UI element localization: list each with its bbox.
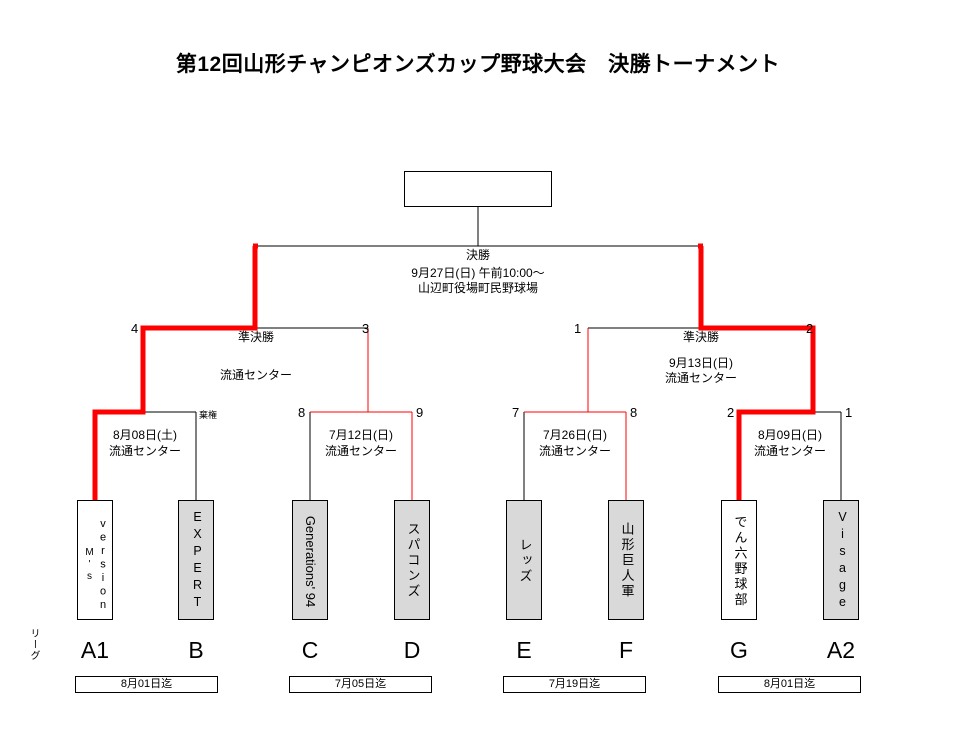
group-label-a2: A2: [826, 637, 856, 663]
quarterfinal-1-note: 棄権: [199, 410, 218, 420]
team-name-expert: EXPERT: [190, 510, 205, 612]
semifinal-1-name: 準決勝: [237, 330, 274, 344]
group-label-a1: A1: [80, 637, 110, 663]
semifinal-2-date: 9月13日(日): [668, 356, 733, 370]
semifinal-2-venue: 流通センター: [664, 371, 737, 385]
quarterfinal-1-venue: 流通センター: [108, 444, 181, 458]
deadline-bar-ef: 7月19日迄: [503, 676, 646, 693]
final-round-name: 決勝: [465, 248, 490, 262]
team-box-reds[interactable]: レッズ: [506, 500, 542, 620]
deadline-bar-ga2: 8月01日迄: [718, 676, 861, 693]
team-name-denroku-yakyubu: でん六野球部: [732, 514, 748, 608]
team-box-visage[interactable]: Visage: [823, 500, 859, 620]
team-box-generations-94[interactable]: Generations' 94: [292, 500, 328, 620]
team-name-yamagata-kyojingun: 山形巨人軍: [619, 522, 635, 600]
quarterfinal-3-venue: 流通センター: [538, 444, 611, 458]
quarterfinal-4-seed-right: 1: [845, 405, 853, 420]
deadline-bar-cd: 7月05日迄: [289, 676, 432, 693]
team-name-supakonzu: スパコンズ: [405, 522, 421, 600]
final-date: 9月27日(日) 午前10:00〜: [411, 266, 545, 280]
team-name-version-ms-sub: M's: [84, 547, 95, 583]
champion-box[interactable]: [404, 171, 552, 207]
quarterfinal-3-seed-left: 7: [512, 405, 520, 420]
semifinal-1-seed-left: 4: [131, 321, 139, 336]
league-label: リーグ: [28, 628, 39, 661]
semifinal-1-seed-right: 3: [362, 321, 370, 336]
group-label-d: D: [403, 637, 421, 663]
semifinal-2-seed-right: 2: [806, 321, 814, 336]
team-box-supakonzu[interactable]: スパコンズ: [394, 500, 430, 620]
group-label-b: B: [188, 637, 204, 663]
team-name-generations-94: Generations' 94: [303, 515, 319, 607]
team-box-version-ms[interactable]: version M's: [77, 500, 113, 620]
quarterfinal-4-venue: 流通センター: [753, 444, 826, 458]
team-box-expert[interactable]: EXPERT: [178, 500, 214, 620]
team-box-yamagata-kyojingun[interactable]: 山形巨人軍: [608, 500, 644, 620]
final-venue: 山辺町役場町民野球場: [417, 281, 538, 295]
quarterfinal-2-seed-left: 8: [298, 405, 306, 420]
quarterfinal-3-seed-right: 8: [630, 405, 638, 420]
deadline-bar-ab: 8月01日迄: [75, 676, 218, 693]
semifinal-2-name: 準決勝: [682, 330, 719, 344]
team-box-denroku-yakyubu[interactable]: でん六野球部: [721, 500, 757, 620]
quarterfinal-2-seed-right: 9: [416, 405, 424, 420]
group-label-e: E: [516, 637, 532, 663]
quarterfinal-4-seed-left: 2: [727, 405, 735, 420]
semifinal-1-venue: 流通センター: [219, 368, 292, 382]
team-name-visage: Visage: [835, 510, 850, 612]
quarterfinal-3-date: 7月26日(日): [542, 428, 607, 442]
group-label-g: G: [730, 637, 748, 663]
quarterfinal-1-date: 8月08日(土): [112, 428, 177, 442]
team-name-version-ms-main: version: [97, 517, 109, 613]
quarterfinal-4-date: 8月09日(日): [757, 428, 822, 442]
group-label-c: C: [301, 637, 319, 663]
quarterfinal-2-venue: 流通センター: [324, 444, 397, 458]
page-title: 第12回山形チャンピオンズカップ野球大会 決勝トーナメント: [175, 53, 781, 76]
team-name-reds: レッズ: [517, 537, 533, 585]
quarterfinal-2-date: 7月12日(日): [328, 428, 393, 442]
group-label-f: F: [618, 637, 634, 663]
semifinal-2-seed-left: 1: [574, 321, 582, 336]
